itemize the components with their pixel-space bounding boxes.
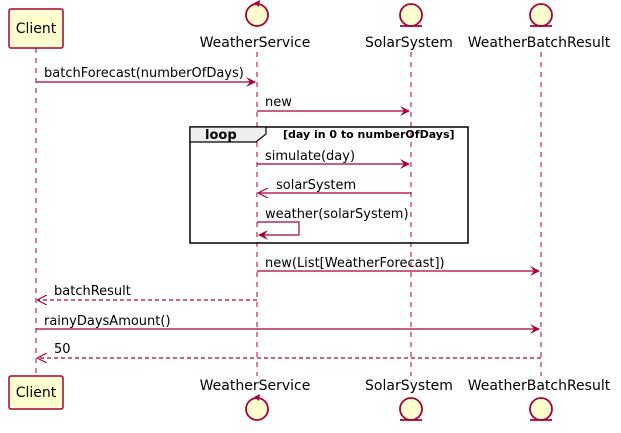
message-simulate: simulate(day) [257, 149, 410, 169]
participant-batch-result-top: WeatherBatchResult [468, 3, 611, 51]
message-label: weather(solarSystem) [265, 207, 409, 222]
message-label: batchResult [54, 284, 131, 299]
participant-label: WeatherBatchResult [468, 35, 611, 51]
participant-client-bottom: Client [8, 375, 64, 410]
entity-icon [399, 397, 423, 421]
participant-batch-result-bottom: WeatherBatchResult [468, 378, 611, 421]
message-label: simulate(day) [265, 149, 355, 164]
loop-condition: [day in 0 to numberOfDays] [283, 128, 455, 141]
entity-icon [529, 3, 553, 27]
control-icon [245, 0, 269, 27]
participant-weather-service-top: WeatherService [200, 0, 311, 51]
message-new-solar-system: new [257, 95, 410, 116]
participant-label: Client [16, 385, 57, 401]
messages: batchForecast(numberOfDays) new simulate… [36, 66, 541, 358]
entity-icon [529, 397, 553, 421]
participant-solar-system-top: SolarSystem [365, 3, 453, 51]
participant-label: SolarSystem [365, 378, 453, 394]
loop-keyword: loop [205, 128, 237, 143]
message-batch-forecast: batchForecast(numberOfDays) [36, 66, 256, 87]
message-label: batchForecast(numberOfDays) [44, 66, 244, 81]
message-batch-result-return: batchResult [38, 284, 257, 300]
participant-label: SolarSystem [365, 35, 453, 51]
message-label: solarSystem [276, 178, 356, 193]
lifelines [35, 48, 542, 378]
entity-icon [399, 3, 423, 27]
participant-label: WeatherService [200, 378, 311, 394]
participant-solar-system-bottom: SolarSystem [365, 378, 453, 421]
participant-client-top: Client [8, 8, 64, 49]
message-label: new(List[WeatherForecast]) [265, 256, 445, 271]
control-icon [245, 394, 269, 421]
message-label: new [265, 95, 292, 110]
message-rainy-days-return: 50 [38, 342, 541, 358]
message-label: rainyDaysAmount() [44, 314, 171, 329]
message-label: 50 [54, 342, 71, 357]
participant-weather-service-bottom: WeatherService [200, 378, 311, 421]
participant-label: WeatherBatchResult [468, 378, 611, 394]
message-new-batch-result: new(List[WeatherForecast]) [257, 256, 540, 276]
message-weather-self: weather(solarSystem) [257, 207, 409, 240]
participant-label: WeatherService [200, 35, 311, 51]
message-solar-system-return: solarSystem [259, 178, 411, 193]
participant-label: Client [16, 21, 57, 37]
message-rainy-days-amount: rainyDaysAmount() [36, 314, 540, 334]
loop-fragment: loop [day in 0 to numberOfDays] [189, 126, 469, 244]
